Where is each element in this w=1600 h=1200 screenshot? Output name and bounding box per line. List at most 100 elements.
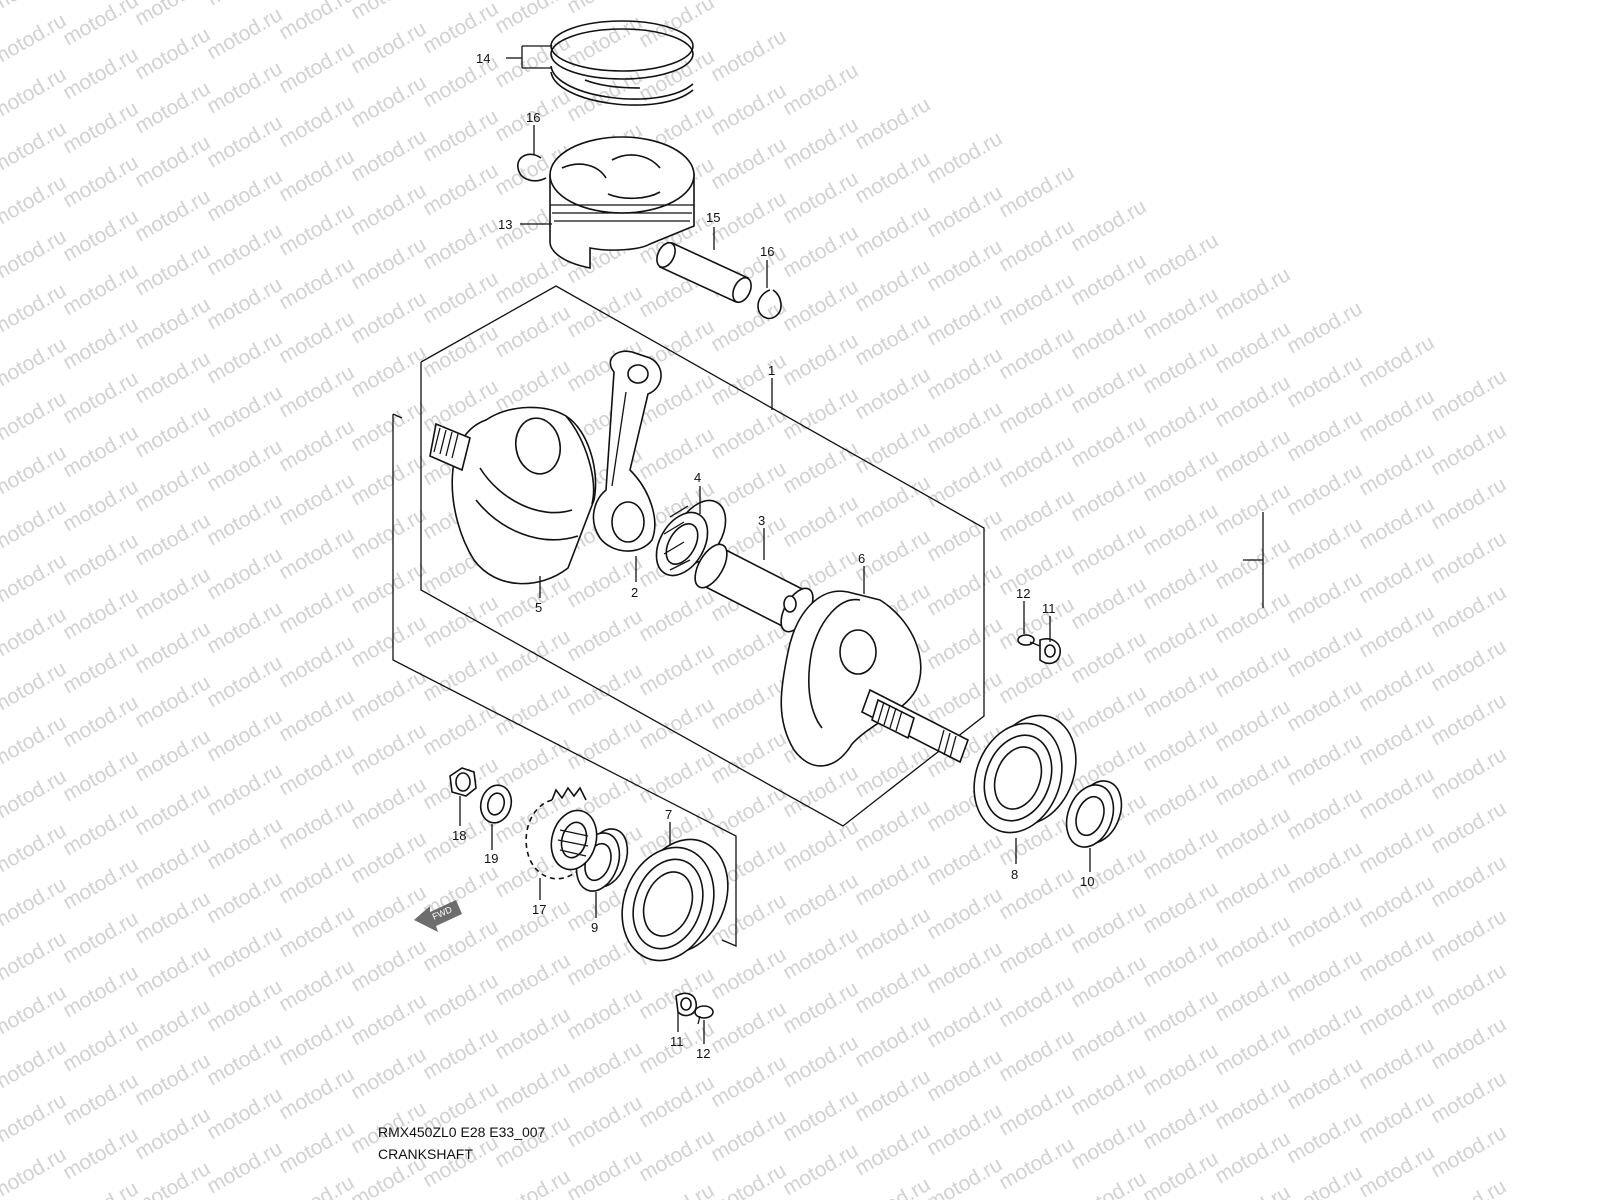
watermark-text: motod.ru (995, 647, 1078, 708)
watermark-text: motod.ru (59, 853, 142, 914)
watermark-text: motod.ru (779, 491, 862, 552)
watermark-text: motod.ru (347, 395, 430, 456)
watermark-text: motod.ru (1427, 1121, 1510, 1182)
watermark-text: motod.ru (347, 827, 430, 888)
watermark-text: motod.ru (0, 765, 70, 826)
crank-pin (694, 543, 814, 633)
watermark-text: motod.ru (491, 949, 574, 1010)
watermark-text: motod.ru (0, 441, 70, 502)
watermark-text: motod.ru (1427, 365, 1510, 426)
watermark-text: motod.ru (1067, 411, 1150, 472)
watermark-text: motod.ru (1139, 283, 1222, 344)
label-part-18: 18 (452, 828, 466, 843)
watermark-text: motod.ru (707, 619, 790, 680)
watermark-text: motod.ru (563, 65, 646, 126)
watermark-text: motod.ru (1211, 263, 1294, 324)
watermark-text: motod.ru (59, 961, 142, 1022)
watermark-text: motod.ru (851, 471, 934, 532)
watermark-text: motod.ru (1139, 229, 1222, 290)
watermark-text: motod.ru (635, 423, 718, 484)
watermark-text: motod.ru (779, 221, 862, 282)
watermark-text: motod.ru (419, 0, 502, 58)
watermark-text: motod.ru (995, 1025, 1078, 1086)
watermark-text: motod.ru (203, 381, 286, 442)
watermark-text: motod.ru (995, 539, 1078, 600)
watermark-text: motod.ru (59, 151, 142, 212)
watermark-text: motod.ru (1283, 1053, 1366, 1114)
watermark-text: motod.ru (347, 719, 430, 780)
watermark-text: motod.ru (1139, 661, 1222, 722)
watermark-text: motod.ru (131, 239, 214, 300)
crankshaft-left-half (429, 406, 597, 585)
watermark-text: motod.ru (563, 1037, 646, 1098)
watermark-text: motod.ru (995, 377, 1078, 438)
screw-lower (694, 1005, 714, 1025)
watermark-text: motod.ru (0, 333, 70, 394)
watermark-text: motod.ru (347, 71, 430, 132)
watermark-text: motod.ru (923, 1153, 1006, 1200)
label-part-10: 10 (1080, 874, 1094, 889)
watermark-text: motod.ru (419, 321, 502, 382)
watermark-text: motod.ru (923, 883, 1006, 944)
watermark-text: motod.ru (59, 1069, 142, 1130)
watermark-text: motod.ru (1355, 331, 1438, 392)
watermark-text: motod.ru (275, 685, 358, 746)
watermark-text: motod.ru (923, 1045, 1006, 1106)
watermark-text: motod.ru (635, 1071, 718, 1132)
watermark-text: motod.ru (275, 415, 358, 476)
watermark-text: motod.ru (563, 551, 646, 612)
label-part-12-upper: 12 (1016, 586, 1030, 601)
watermark-text: motod.ru (563, 1091, 646, 1152)
watermark-text: motod.ru (1283, 837, 1366, 898)
bearing-left (621, 838, 729, 962)
piston-pin (656, 241, 752, 304)
watermark-text: motod.ru (203, 273, 286, 334)
watermark-text: motod.ru (851, 147, 934, 208)
watermark-text: motod.ru (419, 591, 502, 652)
assembly-frame (392, 285, 1264, 947)
watermark-text: motod.ru (59, 907, 142, 968)
watermark-text: motod.ru (851, 849, 934, 910)
watermark-text: motod.ru (1355, 601, 1438, 662)
watermark-text: motod.ru (707, 1051, 790, 1112)
watermark-text: motod.ru (0, 657, 70, 718)
watermark-text: motod.ru (131, 671, 214, 732)
watermark-text: motod.ru (275, 955, 358, 1016)
watermark-text: motod.ru (347, 665, 430, 726)
watermark-text: motod.ru (0, 171, 70, 232)
watermark-text: motod.ru (131, 23, 214, 84)
watermark-text: motod.ru (131, 1049, 214, 1110)
label-part-17: 17 (532, 902, 546, 917)
watermark-text: motod.ru (779, 113, 862, 174)
watermark-text: motod.ru (779, 167, 862, 228)
watermark-text: motod.ru (1283, 567, 1366, 628)
watermark-text: motod.ru (923, 181, 1006, 242)
watermark-text: motod.ru (851, 795, 934, 856)
watermark-text: motod.ru (779, 1139, 862, 1200)
watermark-text: motod.ru (995, 971, 1078, 1032)
watermark-text: motod.ru (1211, 479, 1294, 540)
label-part-6: 6 (858, 551, 865, 566)
primary-drive-gear (525, 786, 598, 880)
watermark-text: motod.ru (779, 977, 862, 1038)
watermark-text: motod.ru (203, 489, 286, 550)
watermark-text: motod.ru (707, 1105, 790, 1166)
watermark-text: motod.ru (1355, 817, 1438, 878)
watermark-text: motod.ru (1283, 513, 1366, 574)
watermark-text: motod.ru (1283, 999, 1366, 1060)
watermark-text: motod.ru (1067, 1005, 1150, 1066)
watermark-text: motod.ru (1211, 425, 1294, 486)
watermark-text: motod.ru (1211, 857, 1294, 918)
watermark-text: motod.ru (1211, 695, 1294, 756)
watermark-text: motod.ru (1427, 743, 1510, 804)
watermark-text: motod.ru (1211, 371, 1294, 432)
watermark-text: motod.ru (923, 613, 1006, 674)
watermark-text: motod.ru (1139, 931, 1222, 992)
watermark-text: motod.ru (203, 543, 286, 604)
watermark-text: motod.ru (779, 923, 862, 984)
watermark-text: motod.ru (563, 281, 646, 342)
watermark-text: motod.ru (1139, 1039, 1222, 1100)
watermark-text: motod.ru (0, 495, 70, 556)
watermark-text: motod.ru (707, 295, 790, 356)
watermark-text: motod.ru (491, 625, 574, 686)
